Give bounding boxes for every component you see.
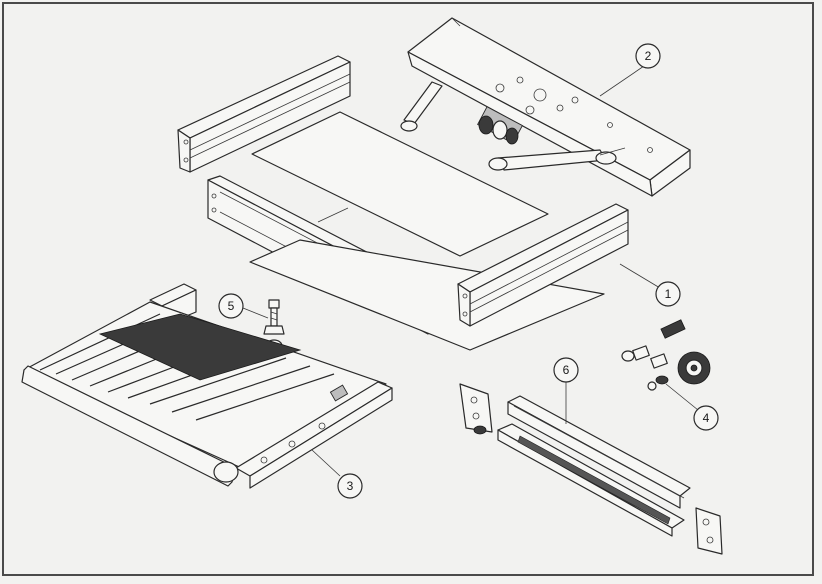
part-6-slide-rail	[459, 383, 723, 555]
callout-6-label: 6	[563, 363, 570, 377]
part-4-hardware	[621, 319, 711, 391]
callout-3-label: 3	[347, 479, 354, 493]
callout-4-label: 4	[703, 411, 710, 425]
callout-2: 2	[635, 43, 661, 69]
callout-leaders	[242, 65, 699, 477]
callout-6: 6	[553, 357, 579, 383]
callout-4: 4	[693, 405, 719, 431]
callout-2-label: 2	[645, 49, 652, 63]
callout-5-label: 5	[228, 299, 235, 313]
callout-5: 5	[218, 293, 244, 319]
part-1-housing	[177, 55, 629, 351]
callout-1: 1	[655, 281, 681, 307]
diagram-border	[2, 2, 814, 576]
callout-1-label: 1	[665, 287, 672, 301]
part-2-mounting-plate	[400, 17, 691, 197]
callout-3: 3	[337, 473, 363, 499]
part-3-step-tread	[21, 283, 393, 489]
